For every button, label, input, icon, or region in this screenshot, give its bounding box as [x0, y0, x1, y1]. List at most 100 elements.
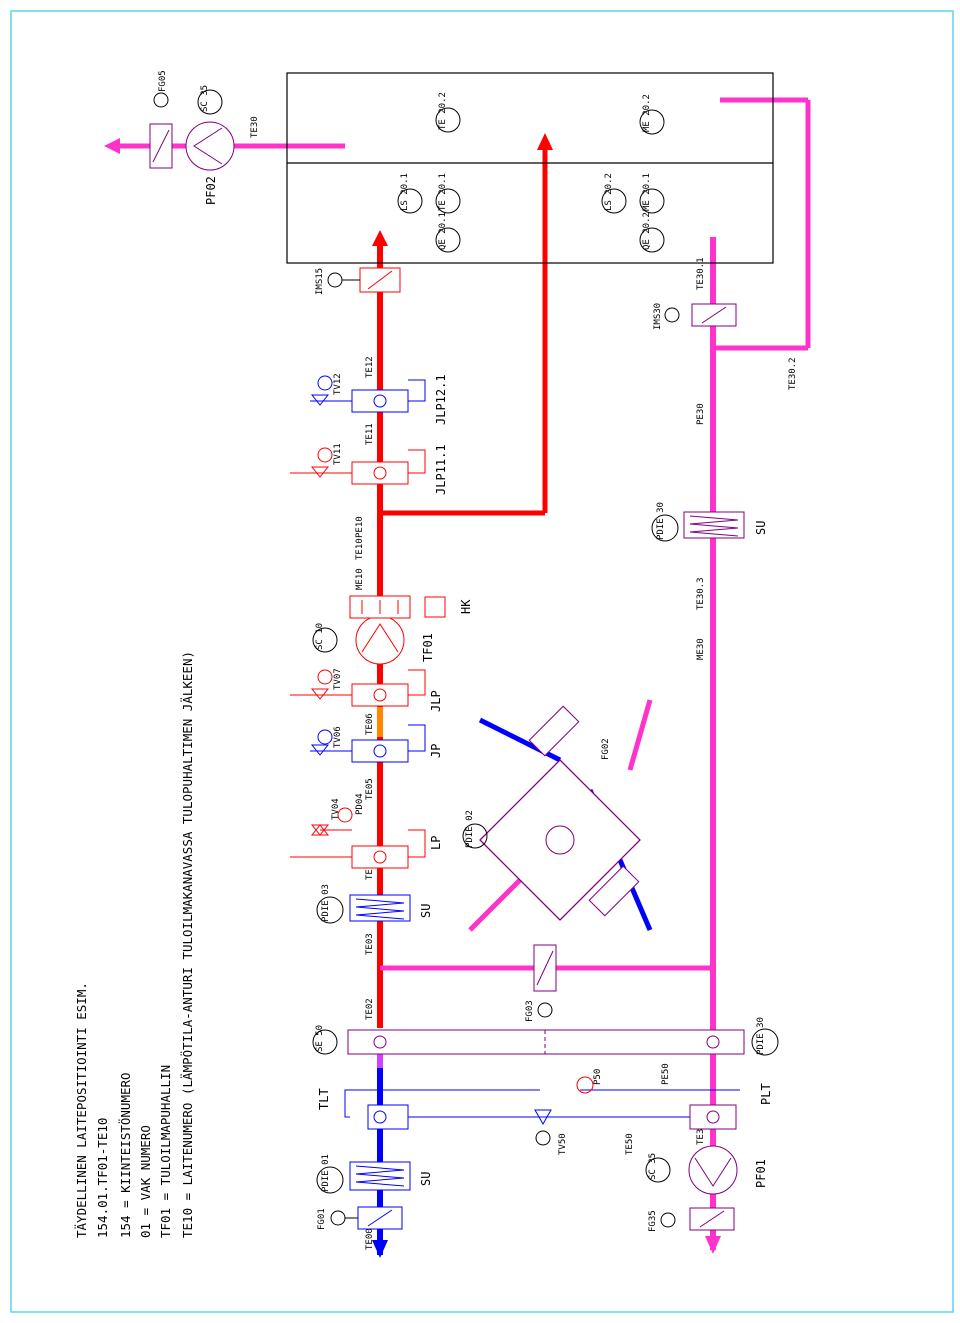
svg-text:PDIE 30: PDIE 30: [756, 1017, 766, 1055]
svg-text:TV07: TV07: [333, 668, 343, 690]
legend-line-1: 154 = KIINTEISTÖNUMERO: [117, 1072, 133, 1238]
svg-text:ME 20.1: ME 20.1: [642, 173, 652, 211]
svg-text:LS 20.1: LS 20.1: [400, 173, 410, 211]
svg-text:PDIE 01: PDIE 01: [321, 1154, 331, 1192]
legend-example: 154.01.TF01-TE10: [95, 1118, 110, 1238]
svg-text:TE 20.2: TE 20.2: [438, 92, 448, 130]
tag-te03: TE03: [365, 933, 375, 955]
svg-text:FG35: FG35: [648, 1210, 658, 1232]
supply-air-arrow: [372, 230, 388, 246]
svg-text:IMS30: IMS30: [653, 303, 663, 330]
tag-me30: ME30: [696, 638, 706, 660]
tag-te303: TE30.3: [696, 577, 706, 610]
top-exhaust-arrow: [104, 138, 120, 154]
svg-text:JLP: JLP: [429, 690, 443, 712]
svg-text:FG02: FG02: [601, 738, 611, 760]
svg-text:PE50: PE50: [661, 1063, 671, 1085]
svg-text:TV06: TV06: [333, 726, 343, 748]
damper-fg01: FG01: [317, 1206, 403, 1230]
pump-p50: P50 PE50: [576, 1063, 671, 1094]
svg-text:FG03: FG03: [525, 1000, 535, 1022]
svg-text:P50: P50: [593, 1069, 603, 1085]
room-sensor-ls202: LS 20.2: [601, 173, 627, 214]
tag-pe10: PE10: [355, 516, 365, 538]
tag-te10: TE10: [355, 538, 365, 560]
fan-tf01: SC 10 TF01: [312, 615, 435, 665]
svg-text:PD04: PD04: [355, 793, 365, 815]
damper-fg35: FG35: [648, 1207, 735, 1232]
outdoor-air-arrow: [372, 1240, 388, 1258]
fan-pf02: SC 35 PF02 TE30: [185, 85, 260, 205]
sheet-border: [10, 10, 954, 1313]
svg-text:PDIE 03: PDIE 03: [321, 884, 331, 922]
room-sensor-me201: ME 20.1: [639, 173, 665, 214]
room-sensor-te201: TE 20.1: [435, 173, 461, 214]
tag-te301: TE30.1: [696, 257, 706, 290]
damper-fg05: FG05: [149, 70, 173, 169]
svg-text:PDIE 02: PDIE 02: [465, 810, 475, 848]
coil-jlp: TV07 JLP: [290, 668, 443, 712]
svg-text:JP: JP: [429, 744, 443, 758]
svg-text:SU: SU: [754, 521, 768, 535]
svg-text:TF01: TF01: [421, 633, 435, 662]
svg-text:TV12: TV12: [333, 373, 343, 395]
svg-text:SE 50: SE 50: [315, 1025, 325, 1052]
svg-text:SU: SU: [419, 904, 433, 918]
legend-line-4: TE10 = LAITENUMERO (LÄMPÖTILA-ANTURI TUL…: [179, 651, 195, 1238]
svg-text:SC 10: SC 10: [315, 623, 325, 650]
filter-su-exhaust: PDIE 30 SU: [651, 502, 768, 542]
svg-text:TE50: TE50: [625, 1133, 635, 1155]
coil-plt: PLT: [540, 1083, 773, 1130]
svg-text:TE11: TE11: [365, 423, 375, 445]
damper-ims30: IMS30: [653, 303, 737, 330]
tag-te00: TE00: [365, 1228, 375, 1250]
coil-jlp12: TV12 TE12 JLP12.1: [310, 356, 448, 425]
legend-title: TÄYDELLINEN LAITEPOSITIOINTI ESIM.: [74, 982, 89, 1238]
svg-text:FG05: FG05: [158, 70, 168, 92]
tag-te05: TE05: [365, 778, 375, 800]
room-sensor-qe201: QE 20.1: [435, 212, 461, 253]
tag-pe30: PE30: [696, 403, 706, 425]
svg-text:TV04: TV04: [331, 798, 341, 820]
fan-pf01: SC 35 PF01: [645, 1145, 768, 1195]
room-sensor-me202: ME 20.2: [639, 94, 665, 135]
svg-text:PLT: PLT: [759, 1083, 773, 1105]
exhaust-arrow: [705, 1236, 721, 1254]
tag-te31: TE31: [696, 1123, 706, 1145]
pressure-pdie30: PDIE 30: [751, 1017, 779, 1056]
svg-text:PF02: PF02: [204, 176, 218, 205]
tag-te302: TE30.2: [788, 357, 798, 390]
svg-text:FG01: FG01: [317, 1208, 327, 1230]
svg-text:JLP11.1: JLP11.1: [434, 444, 448, 495]
room-sensor-ls201: LS 20.1: [397, 173, 423, 214]
svg-text:SU: SU: [419, 1172, 433, 1186]
damper-ims15: IMS15: [315, 267, 401, 295]
svg-text:SC 35: SC 35: [648, 1153, 658, 1180]
coil-tlt: TLT: [317, 1088, 540, 1130]
svg-text:QE 20.1: QE 20.1: [438, 212, 448, 250]
svg-text:ME 20.2: ME 20.2: [642, 94, 652, 132]
damper-fg03: FG03: [525, 944, 557, 1022]
svg-text:QE 20.2: QE 20.2: [642, 212, 652, 250]
svg-text:TLT: TLT: [317, 1088, 331, 1110]
svg-text:HK: HK: [459, 599, 473, 614]
legend-line-3: TF01 = TULOILMAPUHALLIN: [158, 1065, 173, 1238]
tag-te04: TE04: [365, 858, 375, 880]
svg-text:TE06: TE06: [365, 713, 375, 735]
svg-text:LP: LP: [429, 836, 443, 850]
tag-me10: ME10: [355, 568, 365, 590]
tag-te02: TE02: [365, 998, 375, 1020]
svg-text:IMS15: IMS15: [315, 268, 325, 295]
room-sensor-te202: TE 20.2: [435, 92, 461, 133]
coil-jp: TV06 TE06 JP: [310, 713, 443, 763]
svg-text:SC 35: SC 35: [200, 85, 210, 112]
legend: TÄYDELLINEN LAITEPOSITIOINTI ESIM. 154.0…: [74, 651, 195, 1238]
svg-text:JLP12.1: JLP12.1: [434, 374, 448, 425]
svg-text:TE12: TE12: [365, 356, 375, 378]
coil-lp: TV04 PD04 LP: [290, 793, 443, 869]
svg-text:PDIE 30: PDIE 30: [656, 502, 666, 540]
plate-heat-exchanger: PDIE 02 FG02: [462, 699, 653, 932]
svg-text:LS 20.2: LS 20.2: [604, 173, 614, 211]
rooms-block: [286, 72, 774, 264]
